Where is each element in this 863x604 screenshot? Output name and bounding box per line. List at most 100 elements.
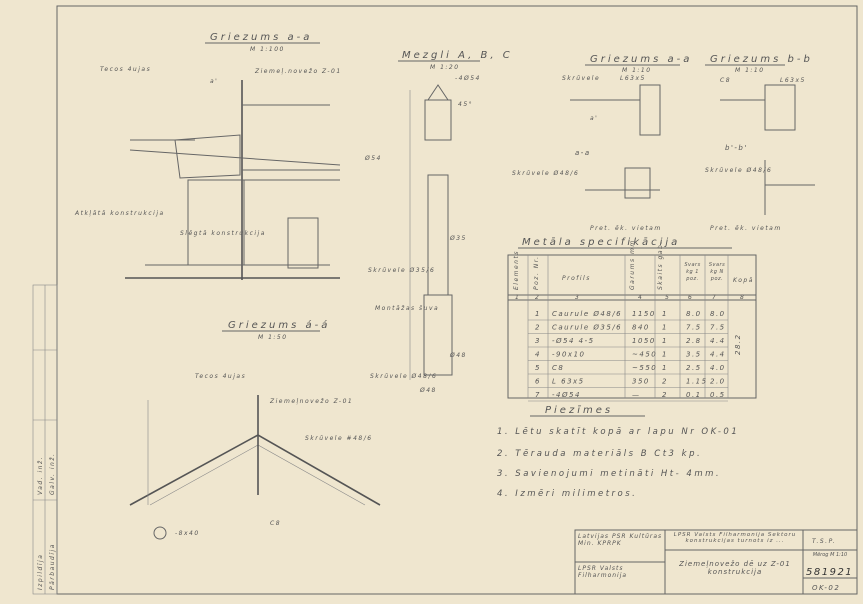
detail-sections-right: Griezums a-a M 1:10 Skrūvele L63x5 a' a-… <box>512 54 815 232</box>
drawing-label: C8 <box>270 520 281 527</box>
column-number: 5 <box>665 294 670 301</box>
table-cell: -Ø54 4-5 <box>552 337 595 345</box>
table-cell: 3.5 <box>686 351 702 359</box>
table-cell: 7.5 <box>710 324 726 332</box>
header-weight-n: Svars kg N poz. <box>708 262 726 282</box>
drawing-label: Skrūvele <box>562 75 600 82</box>
drawing-label: Elements <box>513 250 520 290</box>
stamp-label: Izpildīja <box>37 554 44 590</box>
drawing-label: Profils <box>562 275 591 282</box>
table-cell: ~550 <box>632 364 657 372</box>
drawing-label: 2. Tērauda materiāls B Ct3 kp. <box>497 449 702 459</box>
drawing-label: Ø35 <box>449 235 467 242</box>
table-cell: 2 <box>662 391 668 399</box>
table-cell: 1 <box>535 310 541 318</box>
table-cell: ~450 <box>632 351 657 359</box>
table-cell: 1.15 <box>686 378 708 386</box>
project-name: LPSR Valsts Filharmonija Sektoru konstru… <box>673 532 797 544</box>
table-cell: 1 <box>662 337 668 345</box>
drawing-label: Garums mm <box>629 239 636 290</box>
table-cell: 1 <box>662 310 668 318</box>
table-cell: 840 <box>632 324 650 332</box>
drawing-label: Griezums b-b <box>710 54 813 65</box>
header-weight-one: Svars kg 1 poz. <box>684 262 701 282</box>
drawing-label: Skrūvele Ø48/6 <box>705 167 772 174</box>
notes: Piezīmes 1. Lētu skatīt kopā ar lapu Nr … <box>497 405 739 499</box>
column-number: 1 <box>515 294 520 301</box>
table-cell: 8.0 <box>686 310 702 318</box>
table-cell: 350 <box>632 378 650 386</box>
drawing-title: Ziemeļnovežo dē uz Z-01 konstrukcija <box>679 560 791 576</box>
drawing-label: Poz. Nr. <box>533 255 540 290</box>
section-aa-roof: Griezums á-á M 1:50 Tecos 4ujas Ziemeļno… <box>129 319 381 540</box>
drawing-label: Ø48 <box>449 352 467 359</box>
table-cell: 4.4 <box>710 337 726 345</box>
table-cell: 2.5 <box>686 364 702 372</box>
sheet-number: OK-02 <box>812 584 840 592</box>
drawing-label: 1. Lētu skatīt kopā ar lapu Nr OK-01 <box>497 427 739 437</box>
drawing-label: Griezums á-á <box>228 319 330 331</box>
drawing-label: Slēgtā konstrukcija <box>180 230 266 237</box>
drawing-label: b'-b' <box>725 144 748 152</box>
column-number: 8 <box>740 294 745 301</box>
column-number: 2 <box>535 294 540 301</box>
table-cell: — <box>632 391 641 399</box>
org-name: Latvijas PSR Kultūras Min. KPRPK <box>578 533 663 547</box>
drawing-label: a' <box>590 115 598 122</box>
table-cell: 4 <box>535 351 541 359</box>
table-cell: 0.5 <box>710 391 726 399</box>
drawing-label: C8 <box>720 77 731 84</box>
drawing-label: Metāla specifikācija <box>522 237 680 248</box>
drawing-label: M 1:20 <box>430 64 460 71</box>
drawing-label: a' <box>210 78 218 85</box>
drawing-label: M 1:10 <box>622 67 652 74</box>
title-block: Latvijas PSR Kultūras Min. KPRPK LPSR Va… <box>574 529 858 595</box>
drawing-label: Tecos 4ujas <box>100 66 151 73</box>
table-cell: L 63x5 <box>552 378 585 386</box>
drawing-label: Pret. ēk. vietam <box>710 225 782 232</box>
drawing-label: Pret. ēk. vietam <box>590 225 662 232</box>
drawing-label: 4. Izmēri milimetros. <box>497 489 637 499</box>
table-cell: 1 <box>662 351 668 359</box>
drawing-label: L63x5 <box>780 77 806 84</box>
table-cell: 1 <box>662 324 668 332</box>
table-cell: 7 <box>535 391 541 399</box>
drawing-label: -8x40 <box>175 530 200 537</box>
table-cell: 0.1 <box>686 391 702 399</box>
drawing-label: Ø48 <box>419 387 437 394</box>
drawing-label: L63x5 <box>620 75 646 82</box>
column-number: 6 <box>688 294 693 301</box>
table-cell: 6 <box>535 378 541 386</box>
drawing-label: Griezums a-a <box>590 54 692 65</box>
table-cell: 2 <box>535 324 541 332</box>
table-cell: 1050 <box>632 337 656 345</box>
column-number: 4 <box>638 294 643 301</box>
table-cell: C8 <box>552 364 564 372</box>
table-cell: -4Ø54 <box>552 391 581 399</box>
stamp-label: Pārbaudīja <box>49 543 56 590</box>
detail-column: Mezgli A, B, C M 1:20 -4Ø54 45° Ø54 Ø35 … <box>364 50 513 394</box>
stamp-label: Vad. inž. <box>37 456 44 495</box>
drawing-label: Ø54 <box>364 155 382 162</box>
drawing-label: Mezgli A, B, C <box>402 50 513 61</box>
drawing-label: Griezums a-a <box>210 32 312 43</box>
table-cell: 5 <box>535 364 541 372</box>
table-cell: 7.5 <box>686 324 702 332</box>
table-cell: 1150 <box>632 310 656 318</box>
stamp-label: Galv. inž. <box>49 453 56 495</box>
drawing-label: Skrūvele Ø35/6 <box>368 267 435 274</box>
drawing-label: Ziemeļnovežo Z-01 <box>269 398 353 405</box>
table-cell: 2 <box>662 378 668 386</box>
drawing-label: Skaits gab. <box>657 240 664 290</box>
section-aa-building: Griezums a-a M 1:100 Tecos 4ujas a' Ziem… <box>74 32 342 280</box>
drawing-label: -4Ø54 <box>455 75 481 82</box>
drawing-label: Tecos 4ujas <box>195 373 246 380</box>
drawing-label: Montāžas šuva <box>375 305 439 312</box>
column-number: 7 <box>712 294 717 301</box>
table-cell: Caurule Ø35/6 <box>552 324 622 332</box>
drawing-label: Ziemeļ.novežo Z-01 <box>254 68 342 75</box>
scale: Mērog M 1:10 <box>812 552 848 558</box>
drawing-label: 3. Savienojumi metināti Ht- 4mm. <box>497 469 721 479</box>
